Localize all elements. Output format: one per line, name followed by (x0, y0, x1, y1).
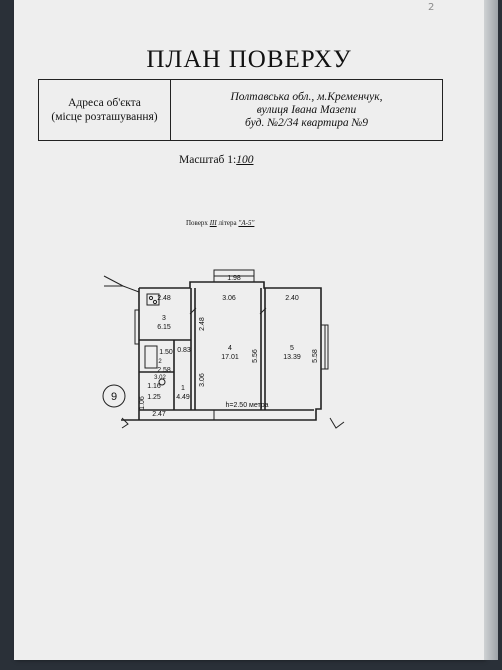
room-3-area: 6.15 (157, 324, 171, 331)
dim-bath-width: 1.50 (159, 349, 173, 356)
room-4-area: 17.01 (221, 354, 239, 361)
document-page: 2 ПЛАН ПОВЕРХУ Адреса об'єкта (місце роз… (14, 0, 498, 660)
address-table: Адреса об'єкта (місце розташування) Полт… (38, 79, 443, 141)
ceiling-height-note: h=2.50 метра (225, 402, 268, 409)
dim-top-window: 1.98 (227, 275, 241, 282)
address-label-cell: Адреса об'єкта (місце розташування) (39, 80, 171, 140)
stove-symbol (146, 293, 160, 306)
dim-corridor-height: 3.06 (199, 373, 206, 387)
dim-hall-height: 1.06 (139, 396, 146, 410)
bathtub-symbol (144, 345, 158, 369)
litera-value: "А-5" (238, 219, 255, 227)
stove-burner (148, 295, 154, 301)
outer-wall (121, 281, 322, 421)
room-3-number: 3 (162, 315, 166, 322)
dim-bath-height: 2.58 (157, 367, 171, 374)
dim-room3-height: 2.48 (199, 317, 206, 331)
room-1-area: 4.49 (176, 394, 190, 401)
floor-label: Поверх (186, 219, 208, 227)
dimension-tick (189, 307, 197, 315)
address-value-line1: Полтавська обл., м.Кременчук, (230, 90, 383, 103)
dim-room4-height: 5.56 (252, 349, 259, 363)
address-label-line2: (місце розташування) (51, 111, 158, 123)
corner-arrow (329, 417, 345, 429)
scale-label: Масштаб 1: (179, 154, 237, 166)
room-5-area: 13.39 (283, 354, 301, 361)
floor-plan: 9 1.98 2.48 3.06 2.40 2.48 5.56 5.58 3.0… (102, 269, 345, 429)
dim-room5-width: 2.40 (285, 295, 299, 302)
page-number-mark: 2 (428, 2, 435, 13)
address-value-line3: буд. №2/34 квартира №9 (244, 116, 369, 129)
dim-room3-width: 2.48 (157, 295, 171, 302)
toilet-symbol (158, 378, 166, 386)
apartment-number-circle (102, 384, 126, 408)
dim-wc-width: 1.16 (147, 383, 161, 390)
address-value-line2: вулиця Івана Мазепи (256, 103, 357, 116)
dim-room4-width: 3.06 (222, 295, 236, 302)
floor-value: III (209, 219, 217, 227)
floor-line: Поверх III літера "А-5" (186, 219, 254, 227)
room-2-number: 2 (158, 359, 162, 365)
left-window (134, 309, 140, 345)
room-1-number: 1 (181, 385, 185, 392)
scale-value: 100 (236, 154, 254, 166)
corner-arrow (121, 417, 129, 429)
dim-corridor-width: 0.83 (177, 347, 191, 354)
room-2-area: 3.02 (154, 375, 166, 381)
address-label-line1: Адреса об'єкта (68, 97, 141, 109)
room-5-number: 5 (290, 345, 294, 352)
dim-bottom-width: 2.47 (152, 411, 166, 418)
outer-diagonal (103, 275, 140, 293)
page-title: ПЛАН ПОВЕРХУ (146, 46, 352, 73)
litera-label: літера (218, 219, 237, 227)
stove-burner (152, 299, 158, 305)
address-value-cell: Полтавська обл., м.Кременчук, вулиця Іва… (171, 80, 442, 140)
page-stack-edge (484, 0, 498, 660)
apartment-number: 9 (111, 391, 117, 403)
scale-line: Масштаб 1:100 (179, 154, 253, 166)
room-4-number: 4 (228, 345, 232, 352)
dim-hall-width: 1.25 (147, 394, 161, 401)
dim-room5-height: 5.58 (312, 349, 319, 363)
dimension-tick (259, 307, 267, 315)
